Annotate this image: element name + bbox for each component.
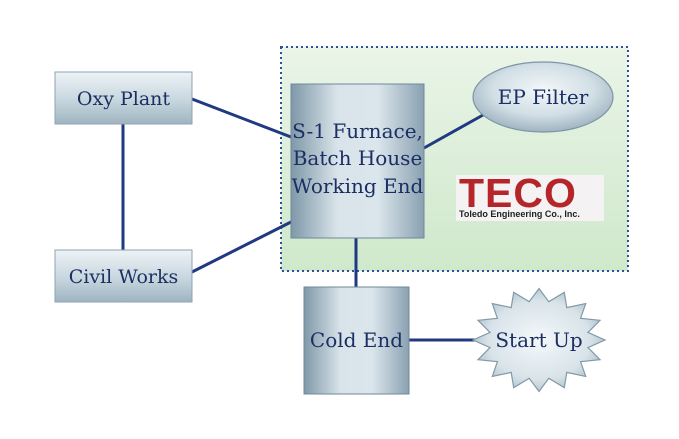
connector-oxy-furnace [191,97,292,139]
furnace-label-line-1: S-1 Furnace, [292,119,423,143]
cold-end-node: Cold End [303,286,410,395]
oxy-plant-label: Oxy Plant [77,88,170,110]
oxy-plant-node: Oxy Plant [54,71,193,125]
furnace-label-line-3: Working End [292,174,424,198]
connector-civil-furnace [191,220,292,274]
connector-furnace-epfilter [423,113,484,150]
furnace-node: S-1 Furnace, Batch House Working End [290,83,425,239]
civil-works-node: Civil Works [54,249,193,303]
connectors [121,97,484,342]
ep-filter-ellipse [472,61,614,133]
teco-logo: TECO Toledo Engineering Co., Inc. [456,170,604,221]
start-up-starburst [471,287,607,393]
cold-end-box [303,286,410,395]
civil-works-box [54,249,193,303]
furnace-label-line-2: Batch House [293,146,423,170]
teco-company-name: Toledo Engineering Co., Inc. [459,209,580,219]
start-up-node: Start Up [471,287,607,393]
teco-wordmark: TECO [459,170,577,216]
teco-logo-background [456,175,604,221]
start-up-label: Start Up [495,328,582,352]
oxy-plant-box [54,71,193,125]
cold-end-label: Cold End [310,328,403,352]
ep-filter-node: EP Filter [472,61,614,133]
civil-works-label: Civil Works [69,266,179,288]
ep-filter-label: EP Filter [498,85,589,109]
furnace-box [290,83,425,239]
